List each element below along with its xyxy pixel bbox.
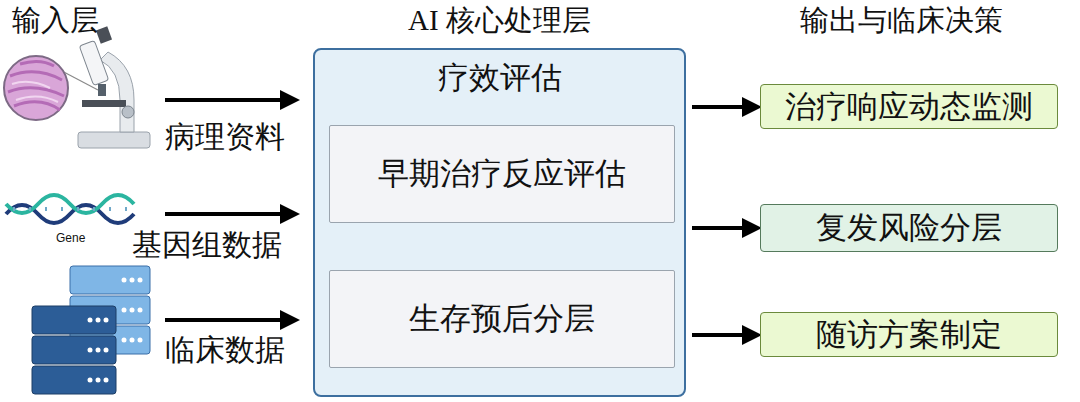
box-text: 早期治疗反应评估 <box>378 156 626 192</box>
server-unit <box>32 366 116 394</box>
output-box: 治疗响应动态监测 <box>760 84 1058 129</box>
microscope-objective <box>98 84 106 96</box>
input-label: 病理资料 <box>165 120 285 155</box>
microscope-tube <box>79 41 108 86</box>
box-text: 治疗响应动态监测 <box>785 89 1033 125</box>
input-label: 基因组数据 <box>132 228 282 263</box>
input-arrow <box>165 318 296 322</box>
input-label: 临床数据 <box>165 333 285 368</box>
microscope-icon <box>4 26 150 148</box>
box-text: 生存预后分层 <box>409 301 595 337</box>
microscope-base <box>78 132 150 148</box>
box-text: 复发风险分层 <box>816 210 1002 246</box>
dna-icon <box>6 195 134 223</box>
tissue-fibers <box>12 82 58 102</box>
input-arrow <box>165 212 296 216</box>
output-arrow <box>692 105 758 109</box>
microscope-stage <box>82 100 126 107</box>
dna-strand <box>6 195 134 213</box>
column-header: 输入层 <box>12 4 99 37</box>
server-unit <box>70 266 150 294</box>
server-unit <box>32 336 116 364</box>
output-box: 复发风险分层 <box>760 204 1058 252</box>
server-unit <box>32 306 116 334</box>
process-box: 生存预后分层 <box>329 270 675 368</box>
output-arrow <box>692 226 758 230</box>
microscope-knob <box>122 106 134 118</box>
process-box: 早期治疗反应评估 <box>329 125 675 223</box>
gene-caption: Gene <box>56 232 85 246</box>
input-arrow <box>165 98 296 102</box>
tissue-sample <box>4 56 68 120</box>
server-lights <box>88 278 143 383</box>
section-heading: 疗效评估 <box>275 60 724 96</box>
dna-rungs <box>14 207 126 211</box>
layer-heading: AI 核心处理层 <box>275 4 724 37</box>
output-arrow <box>692 333 758 337</box>
output-box: 随访方案制定 <box>760 312 1058 357</box>
box-text: 随访方案制定 <box>816 317 1002 353</box>
server-icon <box>32 266 150 394</box>
tissue-fibers <box>8 61 64 110</box>
core-processing-box: AI 核心处理层疗效评估早期治疗反应评估生存预后分层 <box>313 48 686 397</box>
column-header: 输出与临床决策 <box>800 4 1003 37</box>
